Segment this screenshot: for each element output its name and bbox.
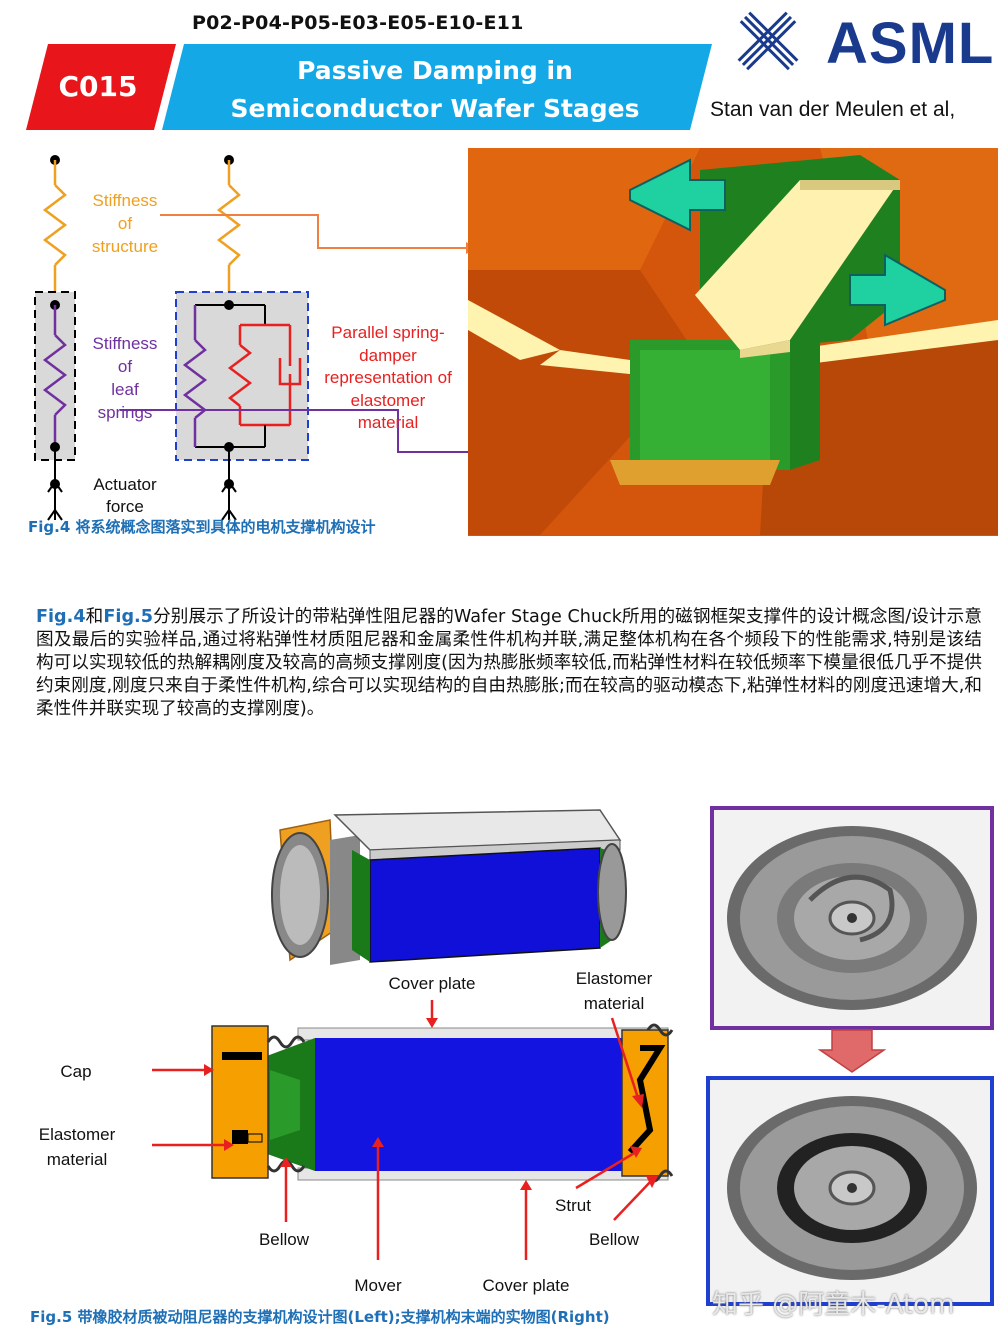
label-elastomer-right-line: material <box>556 991 672 1016</box>
label-parallel-line: damper <box>310 345 466 368</box>
paragraph-fig5-ref: Fig.5 <box>103 607 153 627</box>
fig5-caption-text: 带橡胶材质被动阻尼器的支撑机构设计图(Left);支撑机构末端的实物图(Righ… <box>72 1308 609 1326</box>
label-parallel-line: Parallel spring- <box>310 322 466 345</box>
title-line-1: Passive Damping in <box>170 52 700 90</box>
label-leaf-line: leaf <box>82 378 168 401</box>
structure-pointer-line <box>160 215 466 248</box>
label-leaf-line: springs <box>82 401 168 424</box>
label-stiffness-structure: Stiffness of structure <box>80 189 170 258</box>
label-bellow-left: Bellow <box>246 1230 322 1250</box>
label-cover-plate-bottom: Cover plate <box>466 1276 586 1296</box>
author: Stan van der Meulen et al, <box>710 98 955 122</box>
label-elastomer-right: Elastomer material <box>556 966 672 1016</box>
code-badge: C015 <box>38 70 158 103</box>
label-actuator-force: Actuator force <box>78 474 172 518</box>
label-strut: Strut <box>544 1196 602 1216</box>
description-paragraph: Fig.4和Fig.5分别展示了所设计的带粘弹性阻尼器的Wafer Stage … <box>36 606 982 721</box>
label-parallel-spring-damper: Parallel spring- damper representation o… <box>310 322 466 435</box>
paragraph-fig4-ref: Fig.4 <box>36 607 86 627</box>
label-stiffness-leaf-springs: Stiffness of leaf springs <box>82 332 168 424</box>
label-elastomer-right-line: Elastomer <box>556 966 672 991</box>
label-elastomer-left-line: material <box>22 1147 132 1172</box>
right-spring-damper-chain <box>176 155 308 520</box>
fig4-3d-render <box>468 148 998 536</box>
label-elastomer-left-line: Elastomer <box>22 1122 132 1147</box>
label-structure-line: structure <box>80 235 170 258</box>
left-spring-chain <box>35 155 75 520</box>
fig4-caption: Fig.4 将系统概念图落实到具体的电机支撑机构设计 <box>28 516 376 537</box>
fig5-caption-lead: Fig.5 <box>30 1308 72 1326</box>
fig4-caption-lead: Fig.4 <box>28 518 70 536</box>
label-leaf-line: Stiffness <box>82 332 168 355</box>
fig4-caption-text: 将系统概念图落实到具体的电机支撑机构设计 <box>70 518 375 536</box>
label-bellow-right: Bellow <box>576 1230 652 1250</box>
label-actuator-line: Actuator <box>78 474 172 496</box>
watermark: 知乎 @阿童木-Atom <box>712 1284 954 1321</box>
paragraph-text: 分别展示了所设计的带粘弹性阻尼器的Wafer Stage Chuck所用的磁钢框… <box>36 607 982 719</box>
label-elastomer-left: Elastomer material <box>22 1122 132 1172</box>
label-parallel-line: representation of <box>310 367 466 390</box>
page-title: Passive Damping in Semiconductor Wafer S… <box>170 52 700 128</box>
label-cap: Cap <box>54 1062 98 1082</box>
label-structure-line: Stiffness <box>80 189 170 212</box>
label-structure-line: of <box>80 212 170 235</box>
label-parallel-line: material <box>310 412 466 435</box>
label-actuator-line: force <box>78 496 172 518</box>
label-leaf-line: of <box>82 355 168 378</box>
photo-flexure-before <box>712 808 992 1028</box>
label-cover-plate-top: Cover plate <box>372 974 492 994</box>
photo-flexure-after <box>708 1078 992 1304</box>
paragraph-and: 和 <box>86 607 104 627</box>
fig5-caption: Fig.5 带橡胶材质被动阻尼器的支撑机构设计图(Left);支撑机构末端的实物… <box>30 1306 610 1327</box>
fig5-3d-render <box>272 810 626 965</box>
title-line-2: Semiconductor Wafer Stages <box>170 90 700 128</box>
transition-arrow-down <box>820 1030 884 1072</box>
fig5-cross-section <box>212 1025 672 1181</box>
asml-logo-icon <box>720 0 816 90</box>
label-mover: Mover <box>340 1276 416 1296</box>
label-parallel-line: elastomer <box>310 390 466 413</box>
asml-logo-text: ASML <box>826 10 994 77</box>
fig5-diagram <box>0 780 1008 1340</box>
